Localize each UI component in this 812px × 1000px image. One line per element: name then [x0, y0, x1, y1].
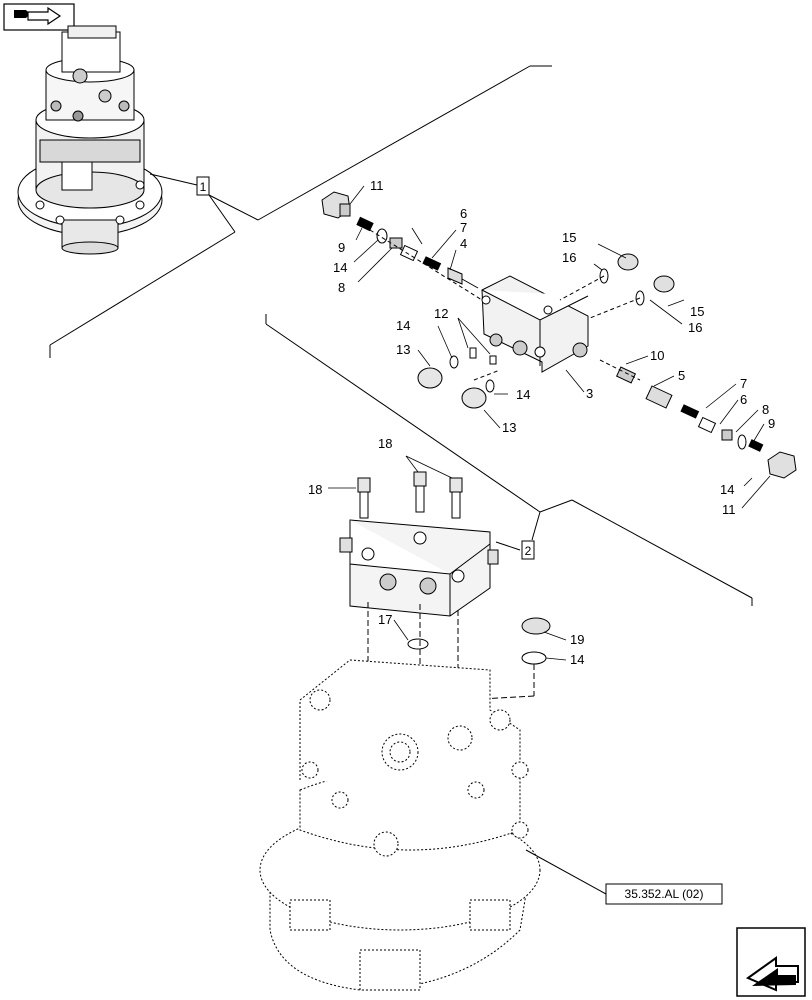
- callout-17: 17: [378, 612, 392, 627]
- callout-8: 8: [338, 280, 345, 295]
- callout-19: 19: [570, 632, 584, 647]
- callout-18: 18: [378, 436, 392, 451]
- callout-14: 14: [720, 482, 734, 497]
- callout-15: 15: [690, 304, 704, 319]
- callout-13: 13: [502, 420, 516, 435]
- box-label-1: 1: [196, 176, 210, 196]
- callout-16: 16: [562, 250, 576, 265]
- callout-9: 9: [768, 416, 775, 431]
- callout-18: 18: [308, 482, 322, 497]
- swing-motor-large: [259, 659, 607, 991]
- svg-text:2: 2: [525, 544, 532, 558]
- callout-6: 6: [740, 392, 747, 407]
- callout-14: 14: [570, 652, 584, 667]
- box-label-2: 2: [521, 540, 535, 560]
- reference-link[interactable]: 35.352.AL (02): [605, 883, 723, 905]
- callout-11: 11: [370, 178, 384, 193]
- callout-leaders: [328, 185, 771, 661]
- callout-4: 4: [460, 236, 467, 251]
- callout-6: 6: [460, 206, 467, 221]
- swing-motor-thumbnail: [17, 25, 163, 255]
- callout-8: 8: [762, 402, 769, 417]
- callout-16: 16: [688, 320, 702, 335]
- book-arrow-icon[interactable]: [3, 3, 75, 31]
- callout-14: 14: [396, 318, 410, 333]
- next-page-arrow-icon[interactable]: [736, 927, 806, 997]
- manifold-plate: [339, 471, 551, 720]
- callout-14: 14: [516, 387, 530, 402]
- callout-10: 10: [650, 348, 664, 363]
- callout-numbers: 11 9 14 8 6 7 4 15 16 15 16 12 14 13 14 …: [308, 178, 775, 667]
- callout-3: 3: [586, 386, 593, 401]
- callout-13: 13: [396, 342, 410, 357]
- callout-11: 11: [722, 502, 736, 517]
- callout-9: 9: [338, 240, 345, 255]
- callout-7: 7: [460, 220, 467, 235]
- callout-15: 15: [562, 230, 576, 245]
- callout-7: 7: [740, 376, 747, 391]
- callout-12: 12: [434, 306, 448, 321]
- callout-5: 5: [678, 368, 685, 383]
- svg-text:1: 1: [200, 180, 207, 194]
- svg-text:35.352.AL (02): 35.352.AL (02): [625, 887, 704, 901]
- connector-lines: [49, 65, 753, 606]
- valve-block-assembly: [321, 191, 797, 479]
- callout-14: 14: [333, 260, 347, 275]
